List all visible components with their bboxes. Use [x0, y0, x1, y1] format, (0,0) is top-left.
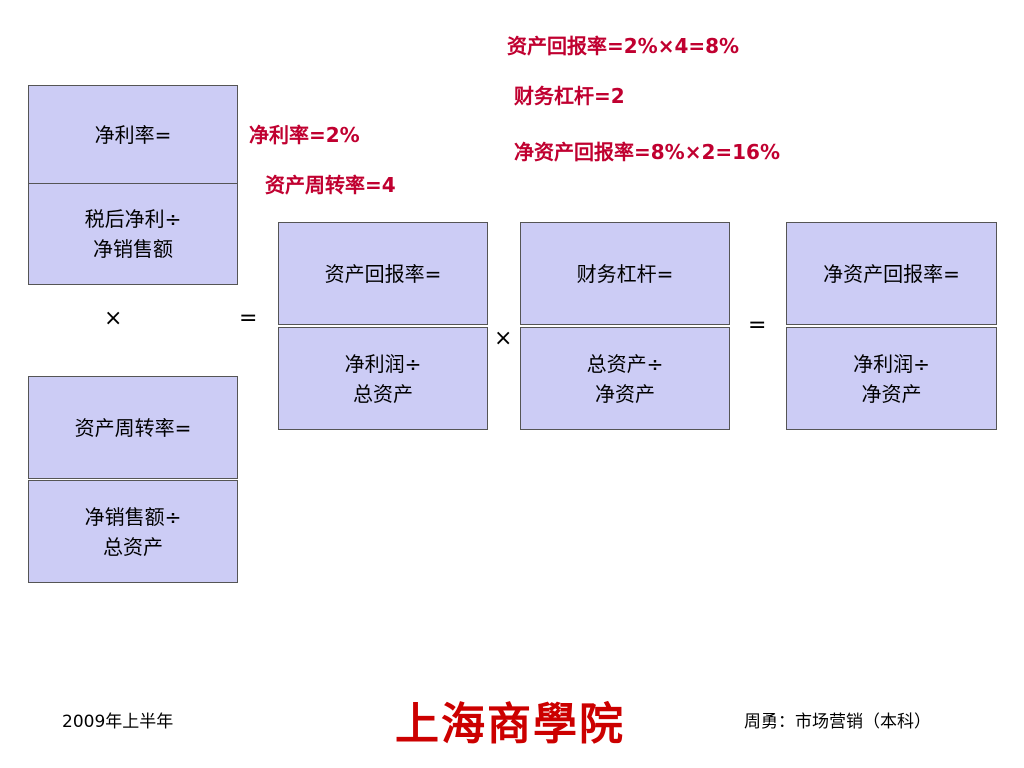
- roe-title-box: 净资产回报率=: [786, 222, 997, 325]
- roa-formula: 净利润÷ 总资产: [344, 351, 422, 406]
- equals-operator: =: [748, 313, 767, 338]
- roa-title: 资产回报率=: [324, 261, 442, 286]
- turnover-value-text: 资产周转率=4: [265, 173, 396, 197]
- roa-title-box: 资产回报率=: [278, 222, 488, 325]
- net-margin-title: 净利率=: [94, 122, 172, 147]
- net-margin-formula-box: 税后净利÷ 净销售额: [28, 183, 238, 285]
- school-logo: 上海商學院: [395, 699, 625, 750]
- roa-calculation-text: 资产回报率=2%×4=8%: [507, 34, 740, 58]
- roe-calculation-text: 净资产回报率=8%×2=16%: [514, 140, 781, 164]
- leverage-title: 财务杠杆=: [576, 261, 674, 286]
- leverage-formula-box: 总资产÷ 净资产: [520, 327, 730, 430]
- turnover-formula: 净销售额÷ 总资产: [84, 504, 182, 559]
- net-margin-title-box: 净利率=: [28, 85, 238, 184]
- leverage-title-box: 财务杠杆=: [520, 222, 730, 325]
- roe-title: 净资产回报率=: [823, 261, 960, 286]
- footer-date: 2009年上半年: [62, 712, 174, 732]
- turnover-title: 资产周转率=: [74, 415, 192, 440]
- roe-formula: 净利润÷ 净资产: [853, 351, 930, 406]
- roe-formula-box: 净利润÷ 净资产: [786, 327, 997, 430]
- leverage-formula: 总资产÷ 净资产: [586, 351, 664, 406]
- leverage-value-text: 财务杠杆=2: [514, 84, 625, 108]
- roa-formula-box: 净利润÷ 总资产: [278, 327, 488, 430]
- net-margin-formula: 税后净利÷ 净销售额: [84, 207, 182, 261]
- turnover-title-box: 资产周转率=: [28, 376, 238, 479]
- multiply-operator: ×: [494, 326, 513, 351]
- equals-operator: =: [239, 306, 258, 331]
- footer-author: 周勇：市场营销（本科）: [744, 712, 931, 732]
- multiply-operator: ×: [104, 306, 123, 331]
- net-margin-value-text: 净利率=2%: [249, 123, 360, 147]
- turnover-formula-box: 净销售额÷ 总资产: [28, 480, 238, 583]
